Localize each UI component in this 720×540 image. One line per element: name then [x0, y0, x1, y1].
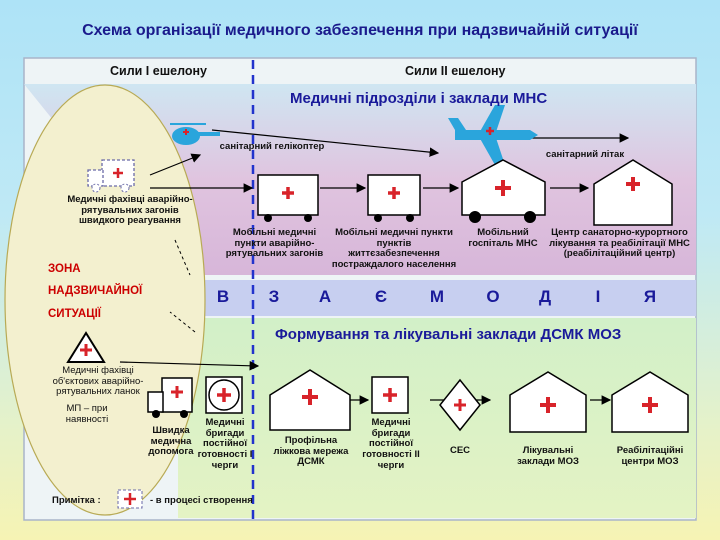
ses-diamond-icon [439, 378, 481, 432]
moz-facilities-building-icon [509, 371, 587, 433]
moz-rehab-building-icon [611, 371, 689, 433]
mobile-hospital-label: Мобільний госпіталь МНС [468, 227, 538, 249]
interaction-letter: О [486, 287, 500, 306]
moz-facilities-label: Лікувальні заклади МОЗ [517, 445, 579, 467]
airplane-label: санітарний літак [545, 149, 625, 160]
object-medics-triangle-icon [66, 331, 106, 363]
profile-beds-label: Профільна ліжкова мережа ДСМК [273, 435, 349, 468]
top-band-title: Медичні підрозділи і заклади МНС [290, 90, 548, 107]
interaction-letter: Я [643, 287, 657, 306]
interaction-band [178, 280, 696, 316]
interaction-letter: А [318, 287, 332, 306]
zone-line1: ЗОНА [48, 263, 81, 275]
echelon1-header: Сили I ешелону [110, 64, 207, 78]
note-text: - в процесі створення [150, 495, 253, 506]
profile-beds-building-icon [269, 369, 351, 431]
bottom-band-title: Формування та лікувальні заклади ДСМК МО… [275, 326, 622, 343]
fav-medics-label: Медичні фахівці аварійно-рятувальних заг… [67, 194, 193, 227]
moz-rehab-label: Реабілітаційні центри МОЗ [616, 445, 684, 467]
echelon2-header: Сили II ешелону [405, 64, 506, 78]
interaction-letter: Д [538, 287, 552, 306]
medics-ambulance-icon [87, 159, 135, 193]
ambulance-icon [147, 377, 193, 418]
helicopter-icon [170, 123, 220, 145]
mobile-hospital-icon [461, 159, 546, 223]
emergency-zone-label: ЗОНА НАДЗВИЧАЙНОЇ СИТУАЦІЇ [48, 258, 142, 325]
brigades1-label: Медичні бригади постійної готовності І ч… [197, 417, 253, 471]
helicopter-label: санітарний гелікоптер [219, 141, 325, 152]
mobile-points-van-icon [257, 174, 319, 222]
brigades2-icon [371, 376, 409, 414]
zone-line3: СИТУАЦІЇ [48, 307, 101, 320]
brigades2-label: Медичні бригади постійної готовності ІІ … [362, 417, 420, 471]
sanatorium-building-icon [593, 159, 673, 226]
mp-note-label: МП – при наявності [65, 403, 109, 425]
interaction-letter: І [595, 287, 601, 306]
interaction-letter: З [268, 287, 280, 306]
bottom-band-background [178, 318, 696, 518]
zone-line2: НАДЗВИЧАЙНОЇ [48, 285, 143, 298]
page-title: Схема організації медичного забезпечення… [82, 22, 638, 39]
in-progress-legend-icon [117, 489, 143, 509]
sanatorium-label: Центр санаторно-курортного лікування та … [549, 227, 690, 260]
mobile-life-van-icon [367, 174, 421, 222]
ses-label: СЕС [449, 445, 471, 456]
note-label: Примітка : [52, 495, 101, 506]
ambulance-label: Швидка медична допомога [148, 425, 194, 458]
interaction-letter: М [429, 287, 445, 306]
interaction-letter: Є [374, 287, 388, 306]
airplane-icon [448, 105, 538, 165]
mobile-points-label: Мобільні медичні пункти аварійно-рятувал… [225, 227, 324, 260]
interaction-letter: В [216, 287, 230, 306]
brigades1-icon [205, 376, 243, 414]
object-medics-label: Медичні фахівці об'єктових аварійно-ряту… [52, 365, 144, 398]
mobile-life-label: Мобільні медичні пункти пунктів життєзаб… [331, 227, 457, 270]
